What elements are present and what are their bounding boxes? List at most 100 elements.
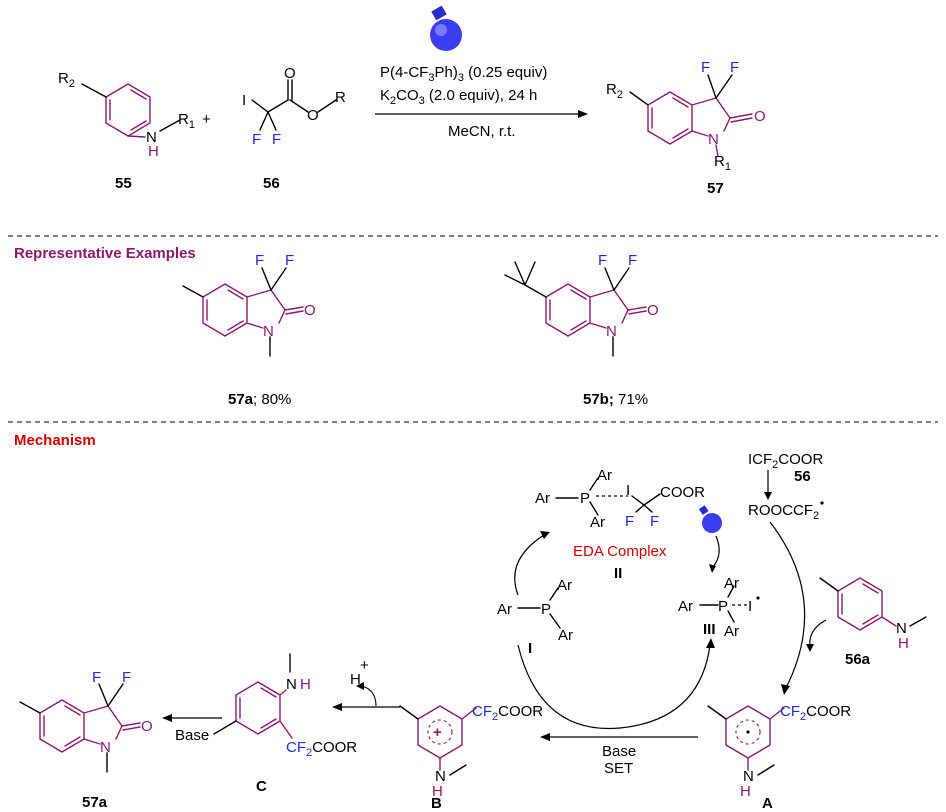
intermediate-C-structure [213, 653, 293, 739]
compound-56-structure [251, 79, 337, 131]
example-57a-caption: 57a; 80% [228, 391, 291, 408]
i-III: I [748, 598, 752, 615]
ar-I-3: Ar [558, 627, 573, 644]
amine-arrow [809, 619, 827, 647]
compound-55-structure [81, 83, 181, 138]
ester-o: O [307, 107, 319, 124]
coor-II: COOR [660, 484, 705, 501]
example-57a-structure [182, 267, 304, 357]
radical-formula: ROOCCF2 [748, 502, 819, 522]
arrow-I-to-II [514, 534, 545, 596]
intermediate-A-structure [707, 705, 785, 776]
f-II-2: F [650, 513, 659, 530]
p-III: P [718, 598, 728, 615]
condition-solvent: MeCN, r.t. [448, 123, 516, 140]
r2-label: R2 [58, 70, 75, 90]
condition-base: K2CO3 (2.0 equiv), 24 h [380, 87, 537, 107]
examples-title: Representative Examples [14, 245, 196, 262]
amine-56a-label: 56a [845, 651, 871, 668]
ester-r: R [335, 89, 346, 106]
radical-III-label: III [703, 621, 716, 638]
compound-57-label: 57 [707, 180, 724, 197]
ar-II-3: Ar [590, 514, 605, 531]
reagent-formula: ICF2COOR [748, 451, 823, 471]
product-57a-label: 57a [82, 794, 108, 811]
product-57a-structure [19, 683, 141, 773]
compound-57-structure [629, 74, 753, 157]
ar-II-2: Ar [597, 467, 612, 484]
base-label-C: Base [175, 727, 209, 744]
f-atom-2: F [272, 131, 281, 148]
p-I: P [541, 601, 551, 618]
r2-label-57: R2 [606, 81, 623, 101]
o-57a-prod: O [141, 718, 153, 735]
light-bulb-icon [430, 5, 462, 51]
f-atom-1: F [252, 131, 261, 148]
i-II: I [626, 482, 630, 499]
h-56a: H [898, 635, 909, 652]
n-B: N [435, 768, 446, 785]
n-C: N [286, 676, 297, 693]
amine-56a-structure [819, 577, 927, 631]
plus-sign: + [202, 111, 211, 128]
example-57b-structure [504, 261, 647, 357]
cf2coor-C: CF2COOR [286, 739, 357, 759]
f-57b-2: F [628, 252, 637, 269]
p-II: P [580, 490, 590, 507]
f-57a-prod-2: F [122, 669, 131, 686]
ar-I-2: Ar [557, 577, 572, 594]
eda-complex-label: EDA Complex [573, 543, 667, 560]
f-57-2: F [730, 59, 739, 76]
n-57a: N [263, 323, 274, 340]
iodine-radical-dot [756, 596, 760, 600]
reagent-56-label: 56 [794, 468, 811, 485]
r1-label-57: R1 [714, 153, 731, 173]
cf2coor-A: CF2COOR [780, 703, 851, 723]
n-57: N [708, 131, 719, 148]
ar-III-2: Ar [724, 575, 739, 592]
ar-I-1: Ar [497, 601, 512, 618]
o-57b: O [647, 302, 659, 319]
ar-III-1: Ar [678, 598, 693, 615]
f-57b-1: F [598, 252, 607, 269]
intermediate-B-structure [399, 705, 477, 776]
f-57a-2: F [285, 252, 294, 269]
n-57a-prod: N [100, 739, 111, 756]
set-label-AB: SET [604, 760, 633, 777]
set-cycle-arc [517, 644, 711, 730]
intermediate-C-label: C [256, 778, 267, 795]
n-57b: N [606, 323, 617, 340]
h-C: H [300, 676, 311, 693]
radical-dot [820, 501, 824, 505]
catalyst-I-label: I [528, 640, 532, 657]
n-A: N [743, 768, 754, 785]
catalyst-I-structure [517, 587, 561, 629]
n-56a: N [896, 620, 907, 637]
light-bulb-small-icon [698, 505, 722, 533]
base-label-AB: Base [602, 743, 636, 760]
r1-label: R1 [178, 111, 195, 131]
f-57-1: F [701, 59, 710, 76]
carbonyl-o: O [284, 65, 296, 82]
ar-III-3: Ar [724, 623, 739, 640]
compound-55-label: 55 [115, 175, 132, 192]
cf2coor-B: CF2COOR [472, 703, 543, 723]
o-57a: O [304, 302, 316, 319]
condition-catalyst: P(4-CF3Ph)3 (0.25 equiv) [380, 64, 547, 84]
f-57a-1: F [255, 252, 264, 269]
n-atom: N [146, 129, 157, 146]
h-atom: H [148, 143, 159, 160]
light-arrow [711, 535, 720, 569]
h-A: H [740, 783, 751, 800]
h-B: H [432, 783, 443, 800]
mechanism-title: Mechanism [14, 432, 96, 449]
proton-h: H [350, 671, 361, 688]
intermediate-B-label: B [431, 795, 442, 812]
proton-charge: + [360, 657, 369, 674]
ar-II-1: Ar [535, 490, 550, 507]
o-57: O [754, 108, 766, 125]
complex-II-structure [555, 477, 661, 516]
f-II-1: F [625, 513, 634, 530]
